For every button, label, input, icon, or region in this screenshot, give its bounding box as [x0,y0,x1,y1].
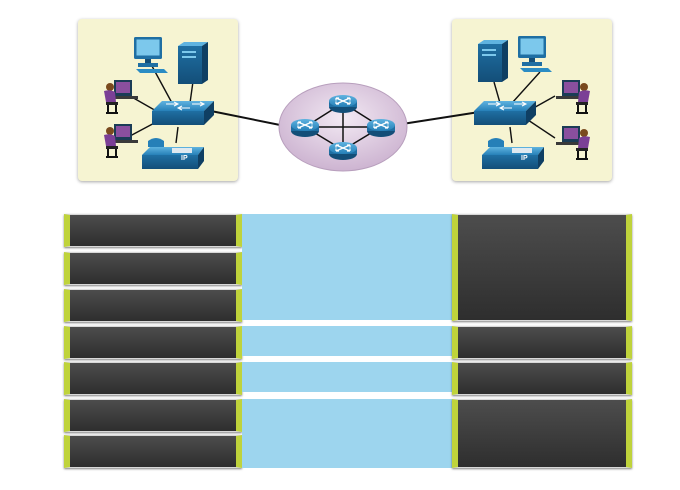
left-layer-block [64,289,242,322]
network-topology: IP IP [103,36,591,172]
router-icon [328,94,358,114]
switch-icon [151,100,215,126]
mapping-band [242,326,454,356]
switch-icon [473,100,537,126]
server-icon [178,42,208,84]
left-layer-block [64,399,242,432]
ip-phone-label: IP [521,155,528,162]
left-layer-block [64,326,242,359]
router-icon [290,118,320,138]
left-layer-block [64,214,242,247]
ip-phone-label: IP [181,155,188,162]
user-workstation-icon [103,79,139,114]
computer-icon [134,37,168,73]
right-site-devices: IP [473,36,591,169]
user-workstation-icon [555,79,591,114]
left-site-devices: IP [103,37,215,169]
user-workstation-icon [103,123,139,158]
left-layer-block [64,252,242,285]
left-layer-block [64,362,242,395]
mapping-band [242,214,454,320]
ip-phone-icon [142,138,204,169]
router-icon [366,118,396,138]
computer-icon [518,36,552,72]
mapping-band [242,399,454,468]
right-layer-block [452,214,632,321]
server-icon [478,40,508,82]
right-layer-block [452,362,632,395]
router-icon [328,141,358,161]
right-layer-block [452,326,632,359]
right-layer-block [452,399,632,468]
ip-phone-icon [482,138,544,169]
left-layer-block [64,435,242,468]
mapping-band [242,362,454,392]
user-workstation-icon [555,125,591,160]
wan-link-left [205,109,291,128]
